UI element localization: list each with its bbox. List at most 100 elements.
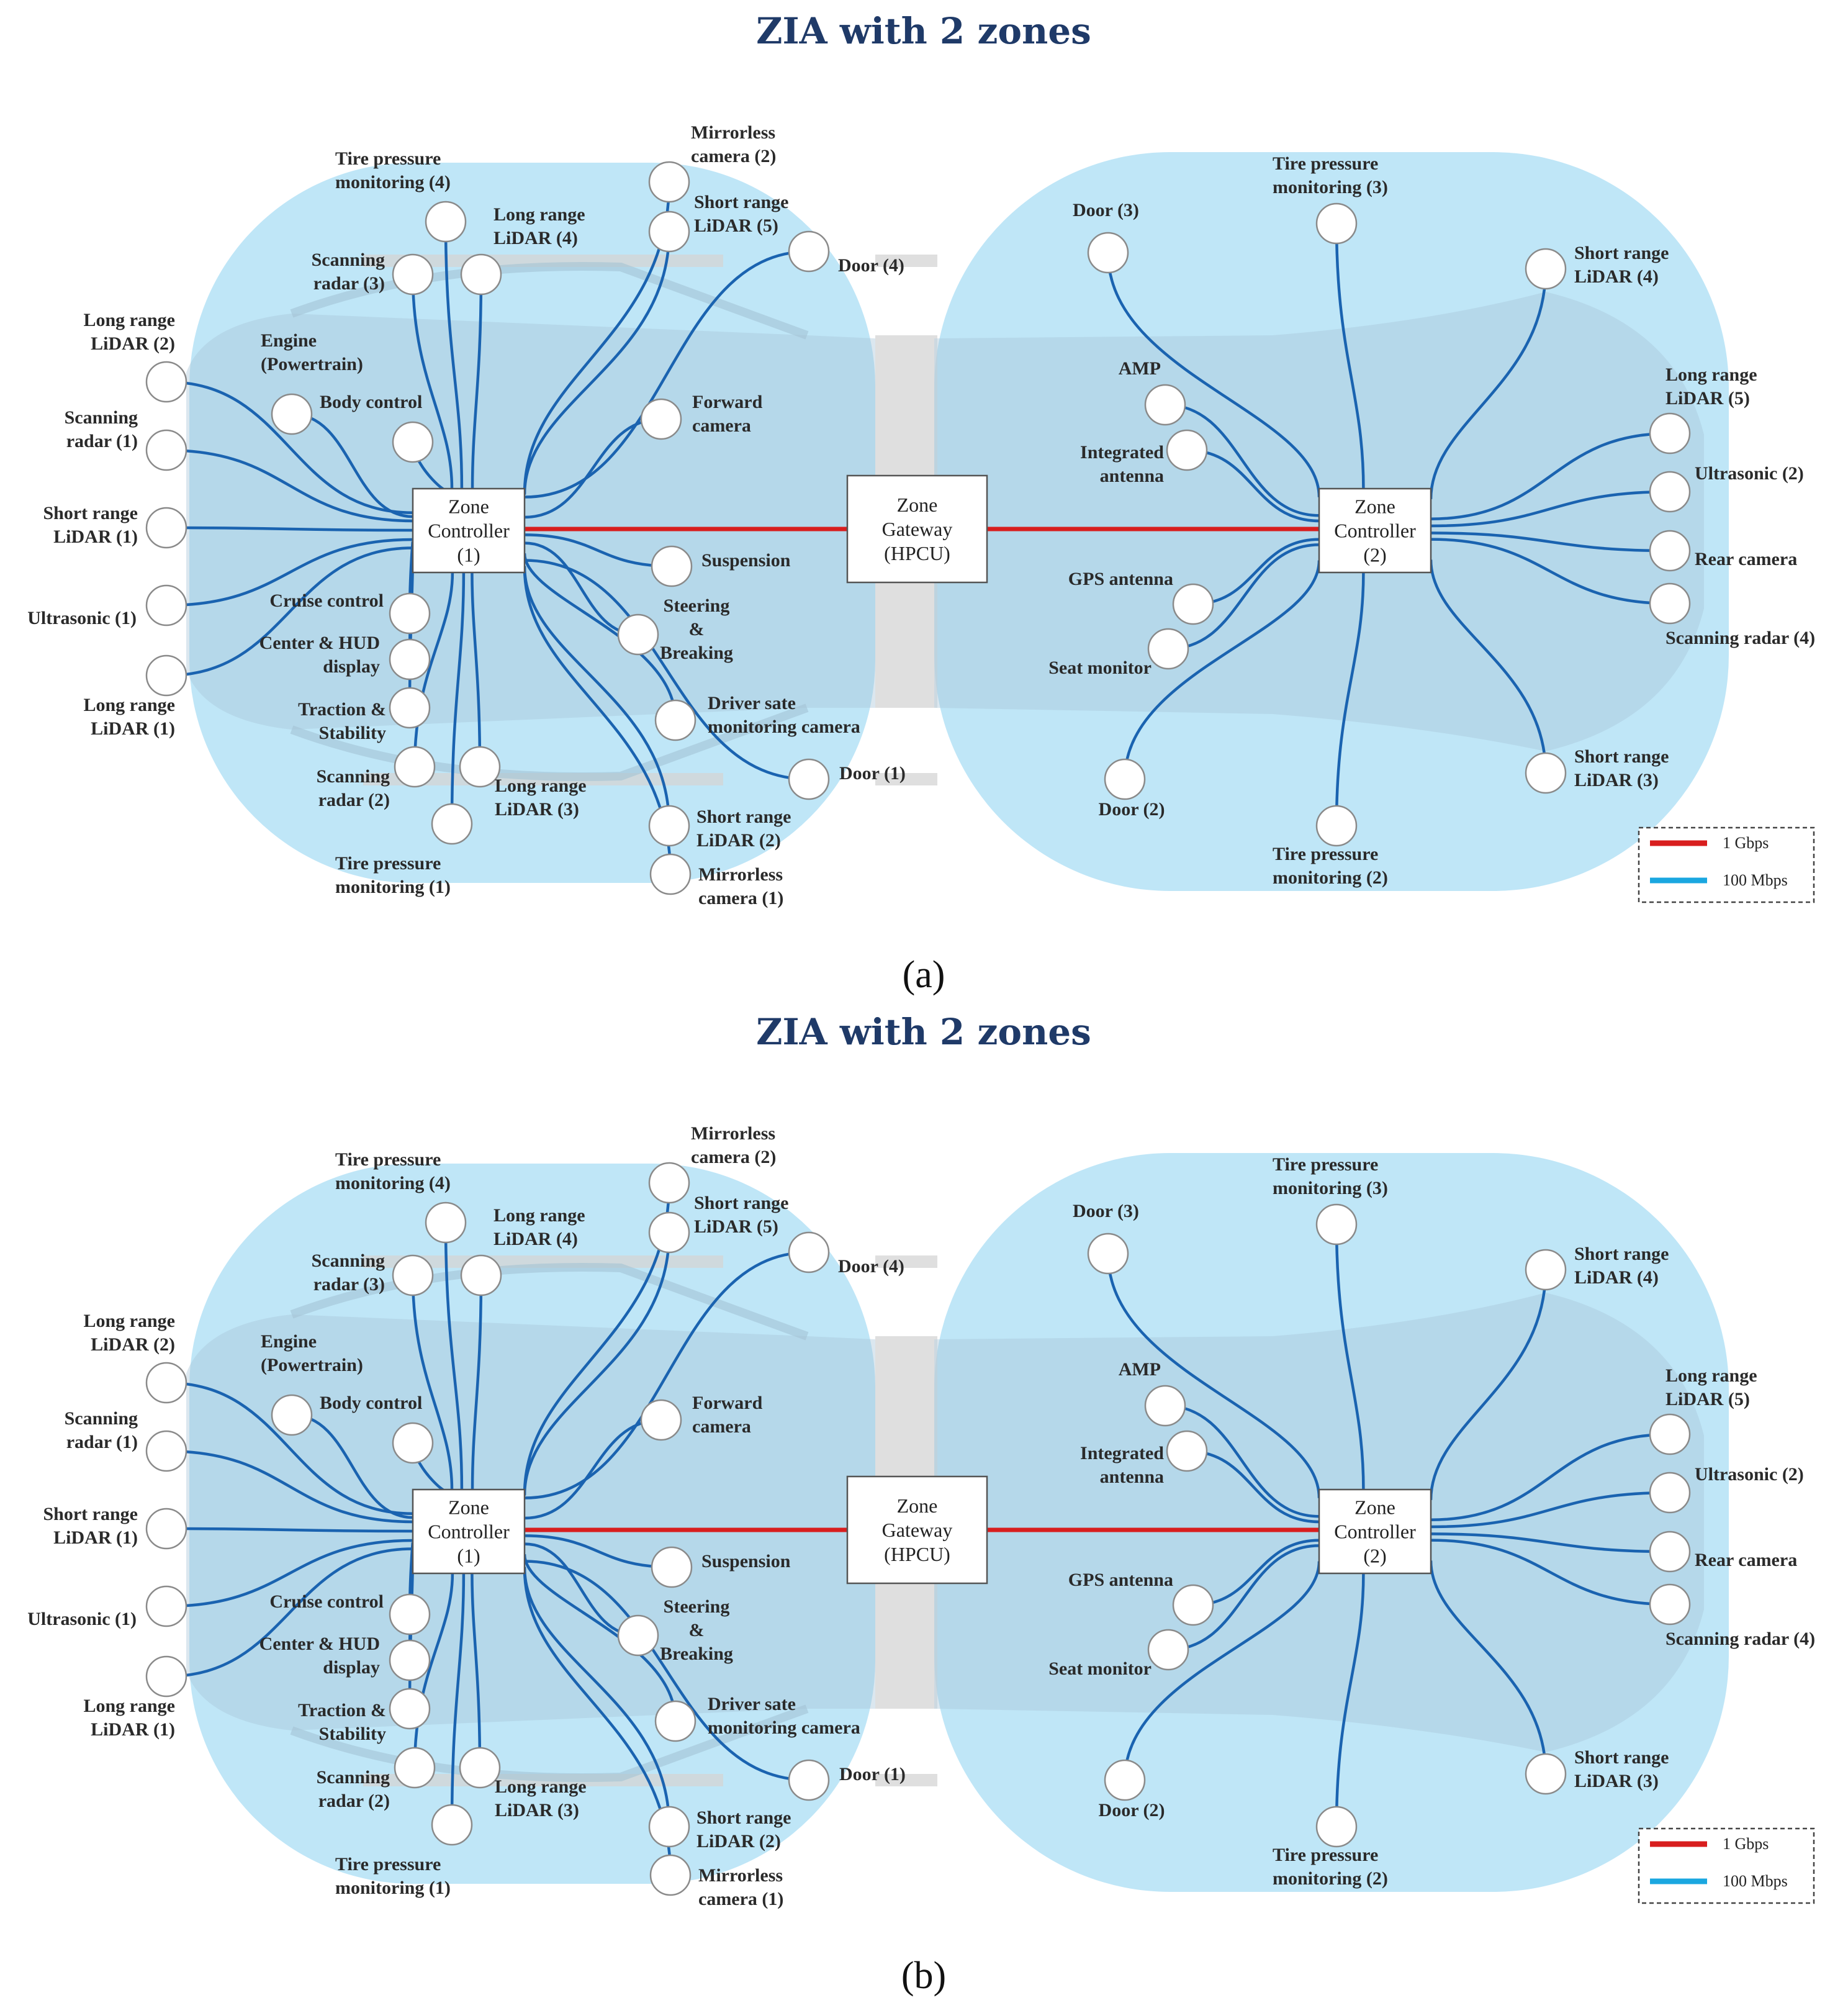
node-mirror_cam_2 xyxy=(648,1162,690,1204)
zone-controller-2-box-label: (2) xyxy=(1363,1545,1386,1567)
node-label-scan_radar_2: Scanning xyxy=(317,1767,390,1788)
node-label-traction: Traction & xyxy=(298,699,386,720)
node-tpm_1 xyxy=(431,803,473,845)
node-label-suspension: Suspension xyxy=(701,1551,791,1572)
node-label-tpm_4: monitoring (4) xyxy=(335,1173,451,1193)
node-label-sr_lidar_1: Short range xyxy=(43,503,138,523)
zone-controller-2-box-label: (2) xyxy=(1363,544,1386,566)
node-label-sr_lidar_2: Short range xyxy=(696,1807,791,1828)
node-label-hud: Center & HUD xyxy=(259,1634,380,1654)
node-label-engine: (Powertrain) xyxy=(261,1355,363,1375)
link-100mbps-engine xyxy=(291,412,413,518)
node-label-tpm_4: monitoring (4) xyxy=(335,172,451,192)
node-label-mirror_cam_2: Mirrorless xyxy=(691,122,775,143)
node-label-tpm_1: Tire pressure xyxy=(335,853,441,874)
node-label-tpm_2: monitoring (2) xyxy=(1273,1868,1388,1889)
zone-gateway-box-label: Gateway xyxy=(882,1519,953,1541)
link-100mbps-lr_lidar_2 xyxy=(166,380,413,515)
node-label-amp: AMP xyxy=(1119,358,1161,379)
node-door_1 xyxy=(788,1759,830,1801)
link-100mbps-lr_lidar_1 xyxy=(166,1547,413,1678)
node-label-lr_lidar_2: LiDAR (2) xyxy=(91,333,175,354)
node-label-sr_lidar_3: Short range xyxy=(1574,746,1669,767)
node-label-ultrasonic_2: Ultrasonic (2) xyxy=(1695,463,1804,484)
link-100mbps-gps xyxy=(1192,538,1320,606)
zone-2-links xyxy=(1106,223,1670,826)
node-label-steering: Steering xyxy=(664,1596,730,1617)
node-label-tpm_3: Tire pressure xyxy=(1273,1154,1378,1175)
node-scan_radar_1 xyxy=(145,429,187,471)
legend-label: 1 Gbps xyxy=(1723,1835,1769,1853)
node-int_antenna xyxy=(1166,1430,1208,1472)
node-label-fwd_cam: Forward xyxy=(692,392,763,412)
node-label-seat: Seat monitor xyxy=(1048,658,1152,678)
link-100mbps-ultrasonic_1 xyxy=(166,538,413,607)
link-100mbps-lr_lidar_4 xyxy=(471,274,483,489)
node-label-door_2: Door (2) xyxy=(1099,799,1165,820)
node-label-lr_lidar_1: LiDAR (1) xyxy=(91,1719,175,1740)
node-label-driver_cam: Driver sate xyxy=(708,1694,796,1714)
link-100mbps-fwd_cam xyxy=(524,417,662,519)
node-label-lr_lidar_5: LiDAR (5) xyxy=(1665,388,1750,409)
node-label-sr_lidar_5: Short range xyxy=(694,192,789,212)
zone-controller-1-box-label: Zone xyxy=(448,1496,489,1519)
figure-title: ZIA with 2 zones xyxy=(756,1011,1091,1053)
node-label-ultrasonic_1: Ultrasonic (1) xyxy=(27,1609,137,1629)
node-mirror_cam_2 xyxy=(648,161,690,203)
node-label-tpm_3: monitoring (3) xyxy=(1273,1178,1388,1198)
node-amp xyxy=(1144,1385,1186,1427)
link-100mbps-ultrasonic_1 xyxy=(166,1539,413,1608)
link-100mbps-scan_radar_2 xyxy=(413,1573,454,1768)
link-100mbps-sr_lidar_4 xyxy=(1429,268,1548,499)
node-sr_lidar_4 xyxy=(1525,248,1567,290)
link-100mbps-door_3 xyxy=(1106,252,1321,497)
node-label-scan_radar_1: radar (1) xyxy=(66,431,138,451)
link-100mbps-sr_lidar_1 xyxy=(166,1527,413,1533)
node-door_2 xyxy=(1104,758,1146,800)
node-sr_lidar_5 xyxy=(648,210,690,253)
link-100mbps-seat xyxy=(1168,1544,1320,1652)
node-label-sr_lidar_2: LiDAR (2) xyxy=(696,830,781,851)
node-label-driver_cam: Driver sate xyxy=(708,693,796,713)
node-tpm_1 xyxy=(431,1804,473,1846)
node-label-rear_cam: Rear camera xyxy=(1695,1550,1797,1570)
node-door_4 xyxy=(788,1231,830,1273)
node-label-scan_radar_1: Scanning xyxy=(65,407,138,428)
link-100mbps-tpm_1 xyxy=(450,1573,466,1825)
node-sr_lidar_4 xyxy=(1525,1249,1567,1291)
zone-1-area xyxy=(189,1164,875,1884)
node-traction xyxy=(389,687,431,729)
node-label-lr_lidar_1: Long range xyxy=(83,695,175,715)
node-label-body_control: Body control xyxy=(320,392,422,412)
node-label-tpm_2: Tire pressure xyxy=(1273,844,1378,864)
node-int_antenna xyxy=(1166,429,1208,471)
link-100mbps-tpm_4 xyxy=(444,1222,464,1490)
node-label-sr_lidar_5: LiDAR (5) xyxy=(694,1216,778,1237)
node-label-tpm_1: monitoring (1) xyxy=(335,1878,451,1898)
link-100mbps-scan_radar_1 xyxy=(166,1449,413,1524)
node-label-lr_lidar_3: Long range xyxy=(495,1776,587,1797)
node-label-sr_lidar_2: LiDAR (2) xyxy=(696,1831,781,1852)
node-label-lr_lidar_1: LiDAR (1) xyxy=(91,718,175,739)
node-steering xyxy=(617,613,659,656)
node-label-mirror_cam_1: camera (1) xyxy=(698,888,783,908)
node-sr_lidar_2 xyxy=(648,1806,690,1848)
node-ultrasonic_1 xyxy=(145,584,187,626)
link-100mbps-tpm_1 xyxy=(450,572,466,825)
zone-controller-2-box-label: Zone xyxy=(1354,495,1395,518)
link-100mbps-door_1 xyxy=(524,1560,809,1782)
panel-caption: (b) xyxy=(901,1955,946,1997)
node-scan_radar_2 xyxy=(394,1747,436,1789)
link-100mbps-amp xyxy=(1165,1404,1320,1518)
link-100mbps-ultrasonic_2 xyxy=(1430,490,1670,528)
link-100mbps-door_4 xyxy=(524,1250,809,1499)
node-label-scan_radar_4: Scanning radar (4) xyxy=(1665,628,1815,648)
node-gps xyxy=(1172,1584,1214,1626)
node-label-hud: Center & HUD xyxy=(259,633,380,653)
node-label-mirror_cam_2: camera (2) xyxy=(691,146,776,166)
node-label-driver_cam: monitoring camera xyxy=(708,1717,860,1738)
